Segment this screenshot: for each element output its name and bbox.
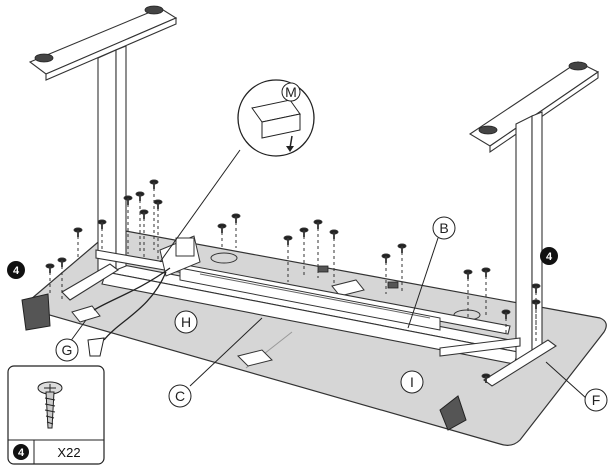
left-leg xyxy=(28,7,178,301)
step-badge-right: 4 xyxy=(540,247,558,265)
callout-h: H xyxy=(174,310,198,334)
callout-i: I xyxy=(400,370,424,394)
svg-text:G: G xyxy=(62,342,73,358)
svg-text:4: 4 xyxy=(546,251,553,263)
callout-b: B xyxy=(432,216,456,240)
svg-text:C: C xyxy=(175,388,185,404)
magnified-detail xyxy=(159,79,315,263)
screws xyxy=(45,179,541,383)
svg-text:H: H xyxy=(181,314,191,330)
screw-icon xyxy=(37,381,63,429)
foot-pads xyxy=(34,5,588,135)
callout-g: G xyxy=(55,338,79,362)
svg-text:4: 4 xyxy=(18,447,25,459)
cables xyxy=(93,267,171,341)
callout-m: M xyxy=(281,82,301,102)
svg-text:M: M xyxy=(285,84,297,100)
callout-c: C xyxy=(168,384,192,408)
right-leg xyxy=(439,61,600,387)
svg-text:4: 4 xyxy=(13,265,20,277)
left-handset xyxy=(21,293,105,357)
callout-f: F xyxy=(584,388,608,412)
svg-text:X22: X22 xyxy=(57,445,80,460)
step-badge-left: 4 xyxy=(7,261,25,279)
right-handset xyxy=(439,395,467,431)
bracket-b xyxy=(179,267,441,331)
svg-text:B: B xyxy=(439,220,448,236)
svg-text:F: F xyxy=(592,392,601,408)
mounting-plates xyxy=(71,279,365,367)
cable-clips xyxy=(317,265,399,289)
screw-legend: 4 X22 xyxy=(7,365,105,465)
leader-lines xyxy=(69,237,587,399)
control-box xyxy=(159,235,201,277)
svg-text:I: I xyxy=(410,374,414,390)
